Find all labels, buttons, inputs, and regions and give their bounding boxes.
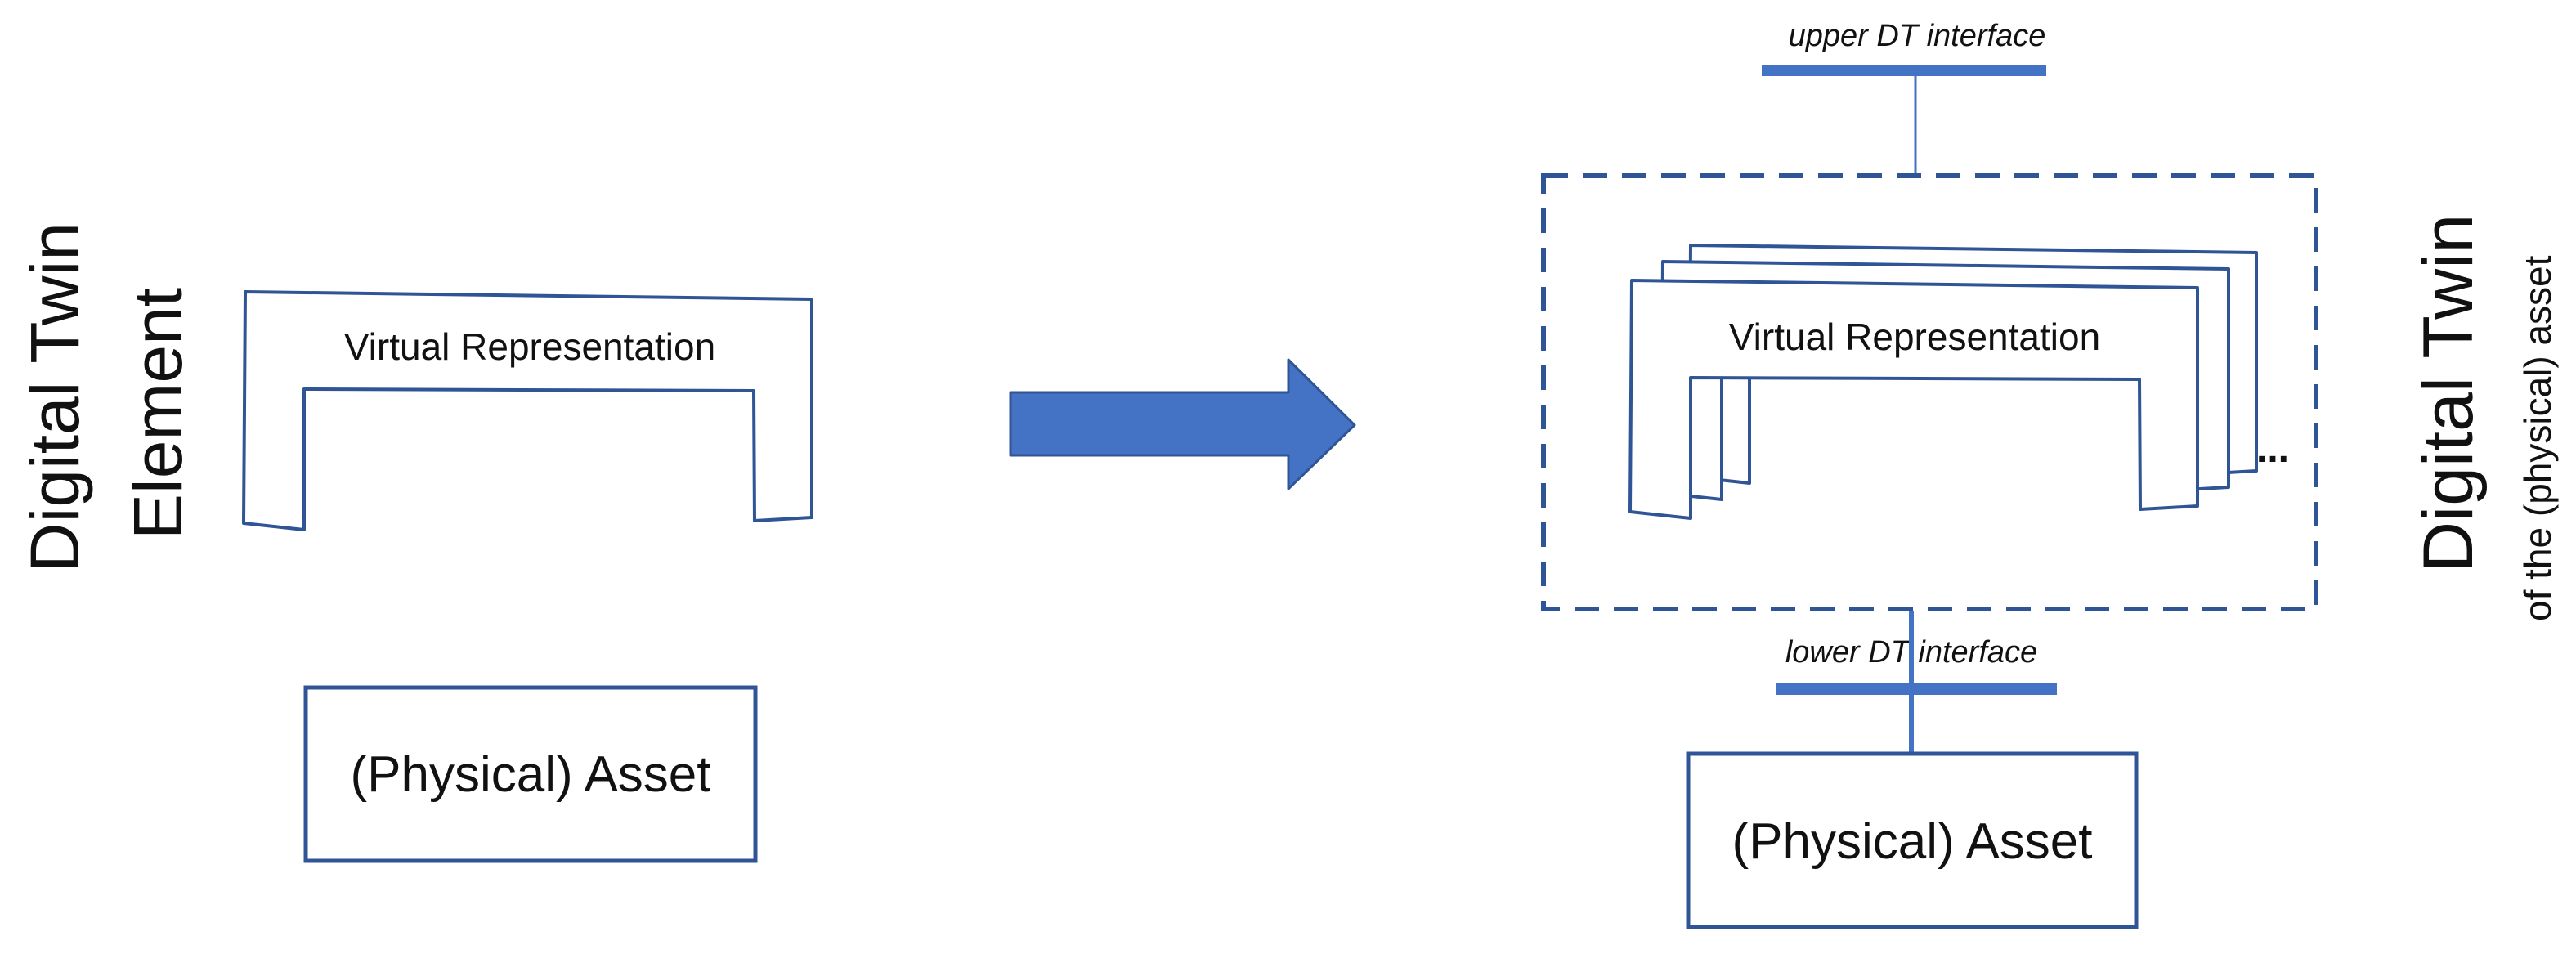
- right-vr-label: Virtual Representation: [1729, 316, 2100, 358]
- right-virtual-representations: Virtual Representation ...: [1628, 244, 2289, 520]
- left-asset-label: (Physical) Asset: [350, 746, 710, 803]
- right-asset-box: [1686, 751, 2139, 929]
- lower-dt-interface: lower DT interface: [1776, 611, 2057, 753]
- right-vertical-title: Digital Twin of the (physical) asset: [2409, 214, 2559, 621]
- left-asset-box: [303, 685, 758, 863]
- left-vr-shape: [242, 290, 813, 531]
- left-vr-label: Virtual Representation: [344, 325, 715, 368]
- left-virtual-representation: Virtual Representation: [242, 290, 813, 531]
- left-physical-asset: (Physical) Asset: [303, 685, 758, 863]
- upper-dt-interface: upper DT interface: [1762, 19, 2046, 175]
- left-title-line1: Digital Twin: [16, 222, 93, 572]
- upper-interface-label: upper DT interface: [1789, 19, 2046, 53]
- right-asset-label: (Physical) Asset: [1732, 813, 2092, 870]
- right-title-sub: of the (physical) asset: [2516, 255, 2559, 621]
- right-title-main: Digital Twin: [2409, 214, 2488, 572]
- left-title-line2: Element: [119, 288, 196, 540]
- right-vr-ellipsis: ...: [2256, 428, 2289, 471]
- digital-twin-boundary: [1541, 173, 2318, 611]
- left-vertical-title: Digital Twin Element: [16, 222, 196, 572]
- right-physical-asset: (Physical) Asset: [1686, 751, 2139, 929]
- right-vr-shape-front: [1628, 279, 2199, 520]
- right-arrow-icon: [1009, 358, 1356, 490]
